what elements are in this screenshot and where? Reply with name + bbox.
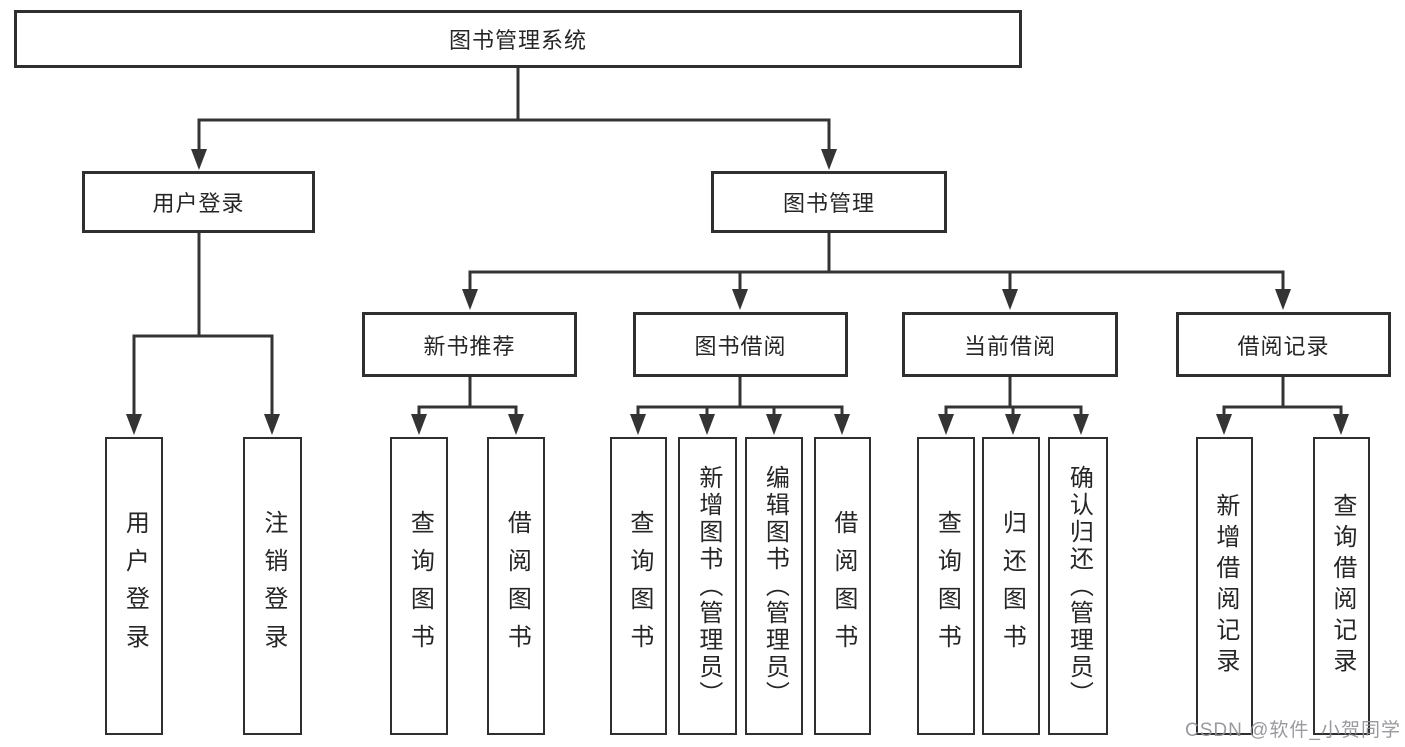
node-new-book-recommend: 新书推荐 — [362, 312, 577, 377]
node-label: 图书借阅 — [694, 333, 787, 359]
csdn-watermark: CSDN @软件_小贺同学 — [1185, 720, 1401, 741]
connector-root-to-level2 — [197, 68, 831, 151]
arrow-down-icon — [938, 414, 954, 435]
arrowheads-borrow — [630, 414, 850, 435]
connector-records-to-leaves — [1222, 377, 1343, 416]
arrowheads-level2 — [191, 149, 837, 170]
arrow-down-icon — [1005, 414, 1021, 435]
node-user-login: 用户登录 — [82, 171, 315, 233]
leaf-return-book: 归还图书 — [982, 437, 1040, 735]
connector-current-to-leaves — [944, 377, 1083, 416]
arrowheads-level3 — [462, 289, 1291, 310]
node-label: 注销登录 — [259, 510, 287, 662]
node-label: 查询图书 — [933, 510, 961, 662]
connector-borrow-to-leaves — [636, 377, 844, 416]
node-label: 图书管理系统 — [448, 28, 587, 53]
arrow-down-icon — [264, 414, 280, 435]
node-book-management-system: 图书管理系统 — [14, 10, 1022, 68]
arrowheads-current — [938, 414, 1089, 435]
arrow-down-icon — [508, 414, 524, 435]
leaf-borrow-books-recommend: 借阅图书 — [487, 437, 545, 735]
node-label: 用户登录 — [152, 191, 245, 216]
arrow-down-icon — [766, 414, 782, 435]
arrowheads-newbook — [411, 414, 524, 435]
node-label: 用户登录 — [121, 510, 149, 662]
arrow-down-icon — [1073, 414, 1089, 435]
node-label: 编辑图书（管理员） — [761, 464, 789, 708]
arrow-down-icon — [1216, 414, 1232, 435]
arrow-down-icon — [462, 289, 478, 310]
leaf-edit-book-admin: 编辑图书（管理员） — [745, 437, 803, 735]
arrow-down-icon — [191, 149, 207, 170]
node-label: 新增借阅记录 — [1211, 493, 1239, 679]
arrowheads-records — [1216, 414, 1349, 435]
node-label: 查询图书 — [625, 510, 653, 662]
connector-bookmgmt-to-level3 — [468, 233, 1285, 292]
node-borrowing-records: 借阅记录 — [1176, 312, 1391, 377]
leaf-user-login: 用户登录 — [105, 437, 163, 735]
arrow-down-icon — [1002, 289, 1018, 310]
leaf-query-books-borrow: 查询图书 — [610, 437, 667, 735]
node-label: 归还图书 — [998, 510, 1026, 662]
connector-newbook-to-leaves — [417, 377, 518, 416]
arrow-down-icon — [630, 414, 646, 435]
node-label: 新书推荐 — [423, 333, 516, 359]
leaf-query-books-current: 查询图书 — [917, 437, 975, 735]
node-book-borrowing: 图书借阅 — [633, 312, 848, 377]
node-label: 借阅图书 — [503, 510, 531, 662]
leaf-borrow-books-borrow: 借阅图书 — [814, 437, 871, 735]
node-label: 确认归还（管理员） — [1065, 464, 1093, 708]
arrow-down-icon — [1333, 414, 1349, 435]
leaf-add-borrow-record: 新增借阅记录 — [1196, 437, 1253, 735]
leaf-confirm-return-admin: 确认归还（管理员） — [1048, 437, 1108, 735]
leaf-add-book-admin: 新增图书（管理员） — [678, 437, 737, 735]
connector-userlogin-to-leaves — [132, 233, 274, 416]
node-label: 借阅图书 — [829, 510, 857, 662]
node-current-borrowing: 当前借阅 — [902, 312, 1118, 377]
arrow-down-icon — [126, 414, 142, 435]
arrow-down-icon — [1275, 289, 1291, 310]
node-book-management: 图书管理 — [711, 171, 947, 233]
arrowheads-userlogin — [126, 414, 280, 435]
arrow-down-icon — [821, 149, 837, 170]
arrow-down-icon — [834, 414, 850, 435]
arrow-down-icon — [411, 414, 427, 435]
node-label: 借阅记录 — [1237, 333, 1330, 359]
node-label: 图书管理 — [782, 191, 875, 216]
arrow-down-icon — [732, 289, 748, 310]
node-label: 查询图书 — [406, 510, 434, 662]
node-label: 查询借阅记录 — [1328, 493, 1356, 679]
leaf-query-borrow-record: 查询借阅记录 — [1313, 437, 1370, 735]
leaf-logout: 注销登录 — [243, 437, 302, 735]
node-label: 新增图书（管理员） — [694, 464, 722, 708]
node-label: 当前借阅 — [963, 333, 1056, 359]
leaf-query-books-recommend: 查询图书 — [390, 437, 448, 735]
arrow-down-icon — [699, 414, 715, 435]
